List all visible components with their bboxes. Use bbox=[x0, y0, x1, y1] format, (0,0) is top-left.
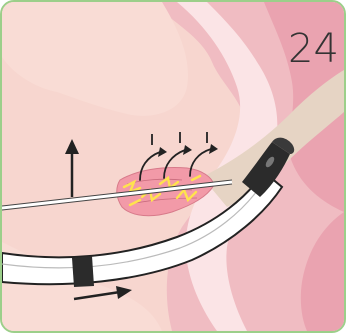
surgical-illustration: 24 bbox=[2, 2, 344, 331]
step-number: 24 bbox=[288, 26, 339, 72]
endoscope-band bbox=[72, 256, 94, 287]
